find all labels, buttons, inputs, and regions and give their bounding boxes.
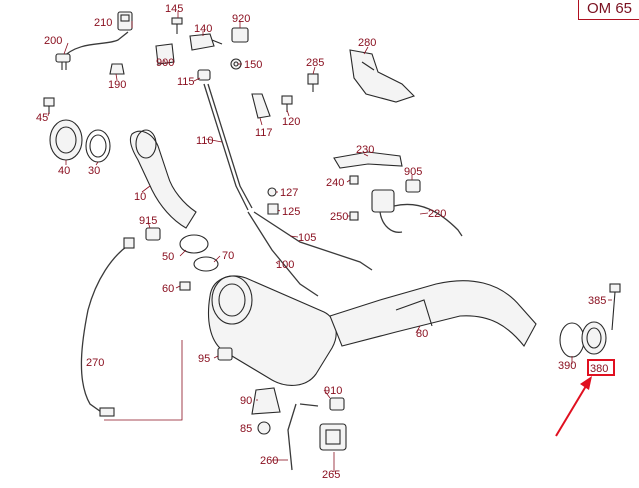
part-40-clamp <box>49 119 83 161</box>
label-50[interactable]: 50 <box>162 251 174 263</box>
label-110[interactable]: 110 <box>196 135 214 147</box>
label-125[interactable]: 125 <box>282 206 300 218</box>
part-920-clamp <box>231 27 249 43</box>
part-115-sleeve <box>197 69 211 81</box>
model-code-box: OM 65 <box>578 0 639 20</box>
part-240-bolt <box>349 175 359 185</box>
part-380-clamp <box>581 321 607 355</box>
part-200-oxygen-sensor <box>55 31 129 70</box>
label-105[interactable]: 105 <box>298 232 316 244</box>
part-120-bolt <box>281 95 293 112</box>
label-915[interactable]: 915 <box>139 215 157 227</box>
label-910[interactable]: 910 <box>324 385 342 397</box>
part-285-bolt <box>307 73 319 92</box>
part-905-clamp <box>405 179 421 193</box>
part-105-pipe <box>253 211 373 271</box>
part-385-screw <box>609 283 621 331</box>
part-390-gasket <box>559 322 585 358</box>
part-900-bracket <box>155 43 175 65</box>
label-900[interactable]: 900 <box>156 57 174 69</box>
label-150[interactable]: 150 <box>244 59 262 71</box>
label-210[interactable]: 210 <box>94 17 112 29</box>
part-210-connector <box>117 11 133 31</box>
part-10-front-pipe <box>129 129 197 229</box>
label-100[interactable]: 100 <box>276 259 294 271</box>
label-250[interactable]: 250 <box>330 211 348 223</box>
label-70[interactable]: 70 <box>222 250 234 262</box>
part-250-bolt <box>349 211 359 221</box>
label-40[interactable]: 40 <box>58 165 70 177</box>
label-80[interactable]: 80 <box>416 328 428 340</box>
part-110-pipe <box>203 83 253 211</box>
part-catalyst-body <box>207 275 337 386</box>
label-285[interactable]: 285 <box>306 57 324 69</box>
part-labels: 210 145 140 920 200 150 900 190 115 285 … <box>36 3 608 481</box>
label-265[interactable]: 265 <box>322 469 340 481</box>
label-145[interactable]: 145 <box>165 3 183 15</box>
label-30[interactable]: 30 <box>88 165 100 177</box>
part-80-rear-pipe <box>329 280 537 347</box>
label-90[interactable]: 90 <box>240 395 252 407</box>
part-220-sensor <box>371 189 463 237</box>
label-270[interactable]: 270 <box>86 357 104 369</box>
part-265-sensor-module <box>319 423 347 451</box>
label-200[interactable]: 200 <box>44 35 62 47</box>
label-390[interactable]: 390 <box>558 360 576 372</box>
label-60[interactable]: 60 <box>162 283 174 295</box>
highlight-box-380 <box>587 359 615 376</box>
label-905[interactable]: 905 <box>404 166 422 178</box>
label-140[interactable]: 140 <box>194 23 212 35</box>
part-915-clamp <box>145 227 161 241</box>
label-127[interactable]: 127 <box>280 187 298 199</box>
label-95[interactable]: 95 <box>198 353 210 365</box>
part-85-nut <box>257 421 271 435</box>
model-code: OM 65 <box>587 0 633 17</box>
label-220[interactable]: 220 <box>428 208 446 220</box>
part-30-gasket <box>85 129 111 163</box>
label-45[interactable]: 45 <box>36 112 48 124</box>
label-260[interactable]: 260 <box>260 455 278 467</box>
part-150-nut <box>230 58 242 70</box>
part-127-nut <box>267 187 277 197</box>
part-60-screw <box>179 281 191 291</box>
label-115[interactable]: 115 <box>177 76 195 88</box>
part-70-ring <box>193 256 219 272</box>
part-90-mount <box>251 387 281 415</box>
part-145-screw <box>171 17 183 34</box>
part-270-sensor-cable <box>80 237 135 417</box>
label-240[interactable]: 240 <box>326 177 344 189</box>
part-50-clamp <box>179 234 209 254</box>
label-85[interactable]: 85 <box>240 423 252 435</box>
label-120[interactable]: 120 <box>282 116 300 128</box>
leader-lines <box>47 11 612 472</box>
part-260-sensor-line <box>287 403 319 471</box>
part-190-clip <box>109 63 125 75</box>
part-100-pipe <box>247 211 319 297</box>
part-95-clamp <box>217 347 233 361</box>
label-230[interactable]: 230 <box>356 144 374 156</box>
label-280[interactable]: 280 <box>358 37 376 49</box>
part-230-bracket <box>333 151 403 169</box>
label-190[interactable]: 190 <box>108 79 126 91</box>
label-920[interactable]: 920 <box>232 13 250 25</box>
label-385[interactable]: 385 <box>588 295 606 307</box>
part-280-bracket <box>349 49 416 103</box>
part-117-bracket <box>251 93 271 119</box>
part-910-clamp <box>329 397 345 411</box>
highlight-arrow <box>555 376 592 437</box>
label-380[interactable]: 380 <box>590 363 608 375</box>
label-10[interactable]: 10 <box>134 191 146 203</box>
label-117[interactable]: 117 <box>255 127 273 139</box>
part-125-clip <box>267 203 279 215</box>
part-140-sensor <box>189 33 223 51</box>
